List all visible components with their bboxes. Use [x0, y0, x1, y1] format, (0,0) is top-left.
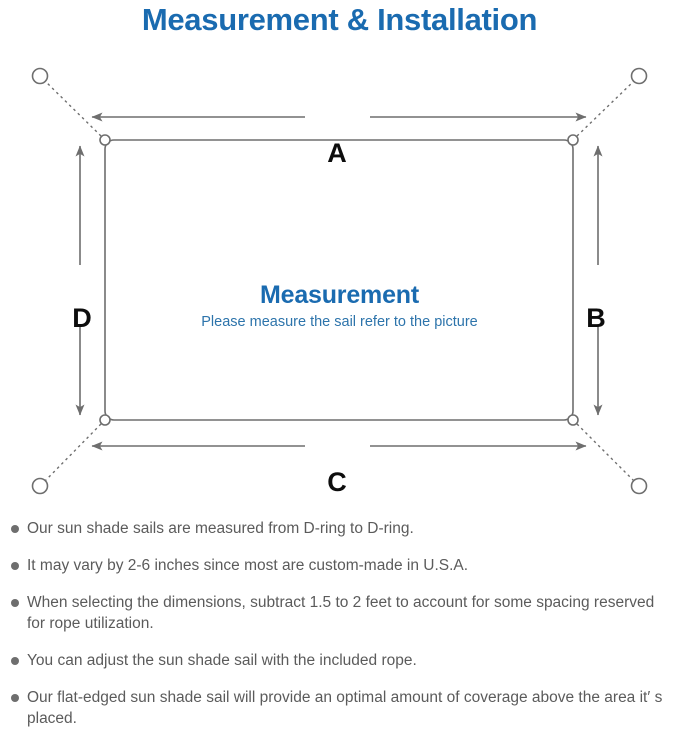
anchor-point-top-left-icon: [31, 67, 49, 85]
bullet-icon: [11, 694, 19, 702]
rope-line-bottom-right: [576, 423, 635, 482]
list-item: Our sun shade sails are measured from D-…: [0, 518, 679, 539]
d-ring-bottom-left-icon: [99, 414, 111, 426]
sail-rectangle: [104, 139, 574, 421]
bullet-icon: [11, 562, 19, 570]
anchor-point-top-right-icon: [630, 67, 648, 85]
list-item-text: When selecting the dimensions, subtract …: [27, 594, 655, 632]
page-title: Measurement & Installation: [141, 2, 538, 37]
list-item-text: It may vary by 2-6 inches since most are…: [27, 557, 469, 574]
bullet-icon: [11, 657, 19, 665]
list-item-text: You can adjust the sun shade sail with t…: [27, 652, 417, 669]
list-item-text: Our flat-edged sun shade sail will provi…: [27, 689, 663, 727]
dimension-label-c: C: [327, 467, 347, 497]
anchor-point-bottom-right-icon: [630, 477, 648, 495]
bullet-icon: [11, 599, 19, 607]
rope-line-top-right: [576, 80, 635, 137]
list-item: You can adjust the sun shade sail with t…: [0, 650, 679, 671]
d-ring-top-left-icon: [99, 134, 111, 146]
dimension-label-d: D: [72, 303, 92, 333]
diagram-svg: [31, 67, 648, 495]
rope-line-top-left: [44, 80, 102, 137]
dimension-label-a: A: [327, 138, 347, 168]
list-item: It may vary by 2-6 inches since most are…: [0, 555, 679, 576]
list-item: Our flat-edged sun shade sail will provi…: [0, 687, 679, 729]
bullet-icon: [11, 525, 19, 533]
d-ring-bottom-right-icon: [567, 414, 579, 426]
list-item-text: Our sun shade sails are measured from D-…: [27, 520, 414, 537]
anchor-point-bottom-left-icon: [31, 477, 49, 495]
rope-line-bottom-left: [44, 423, 102, 482]
notes-list: Our sun shade sails are measured from D-…: [0, 518, 679, 729]
d-ring-top-right-icon: [567, 134, 579, 146]
measurement-diagram: A B C D Measurement Please measure the s…: [0, 40, 679, 515]
dimension-label-b: B: [586, 303, 606, 333]
list-item: When selecting the dimensions, subtract …: [0, 592, 679, 634]
